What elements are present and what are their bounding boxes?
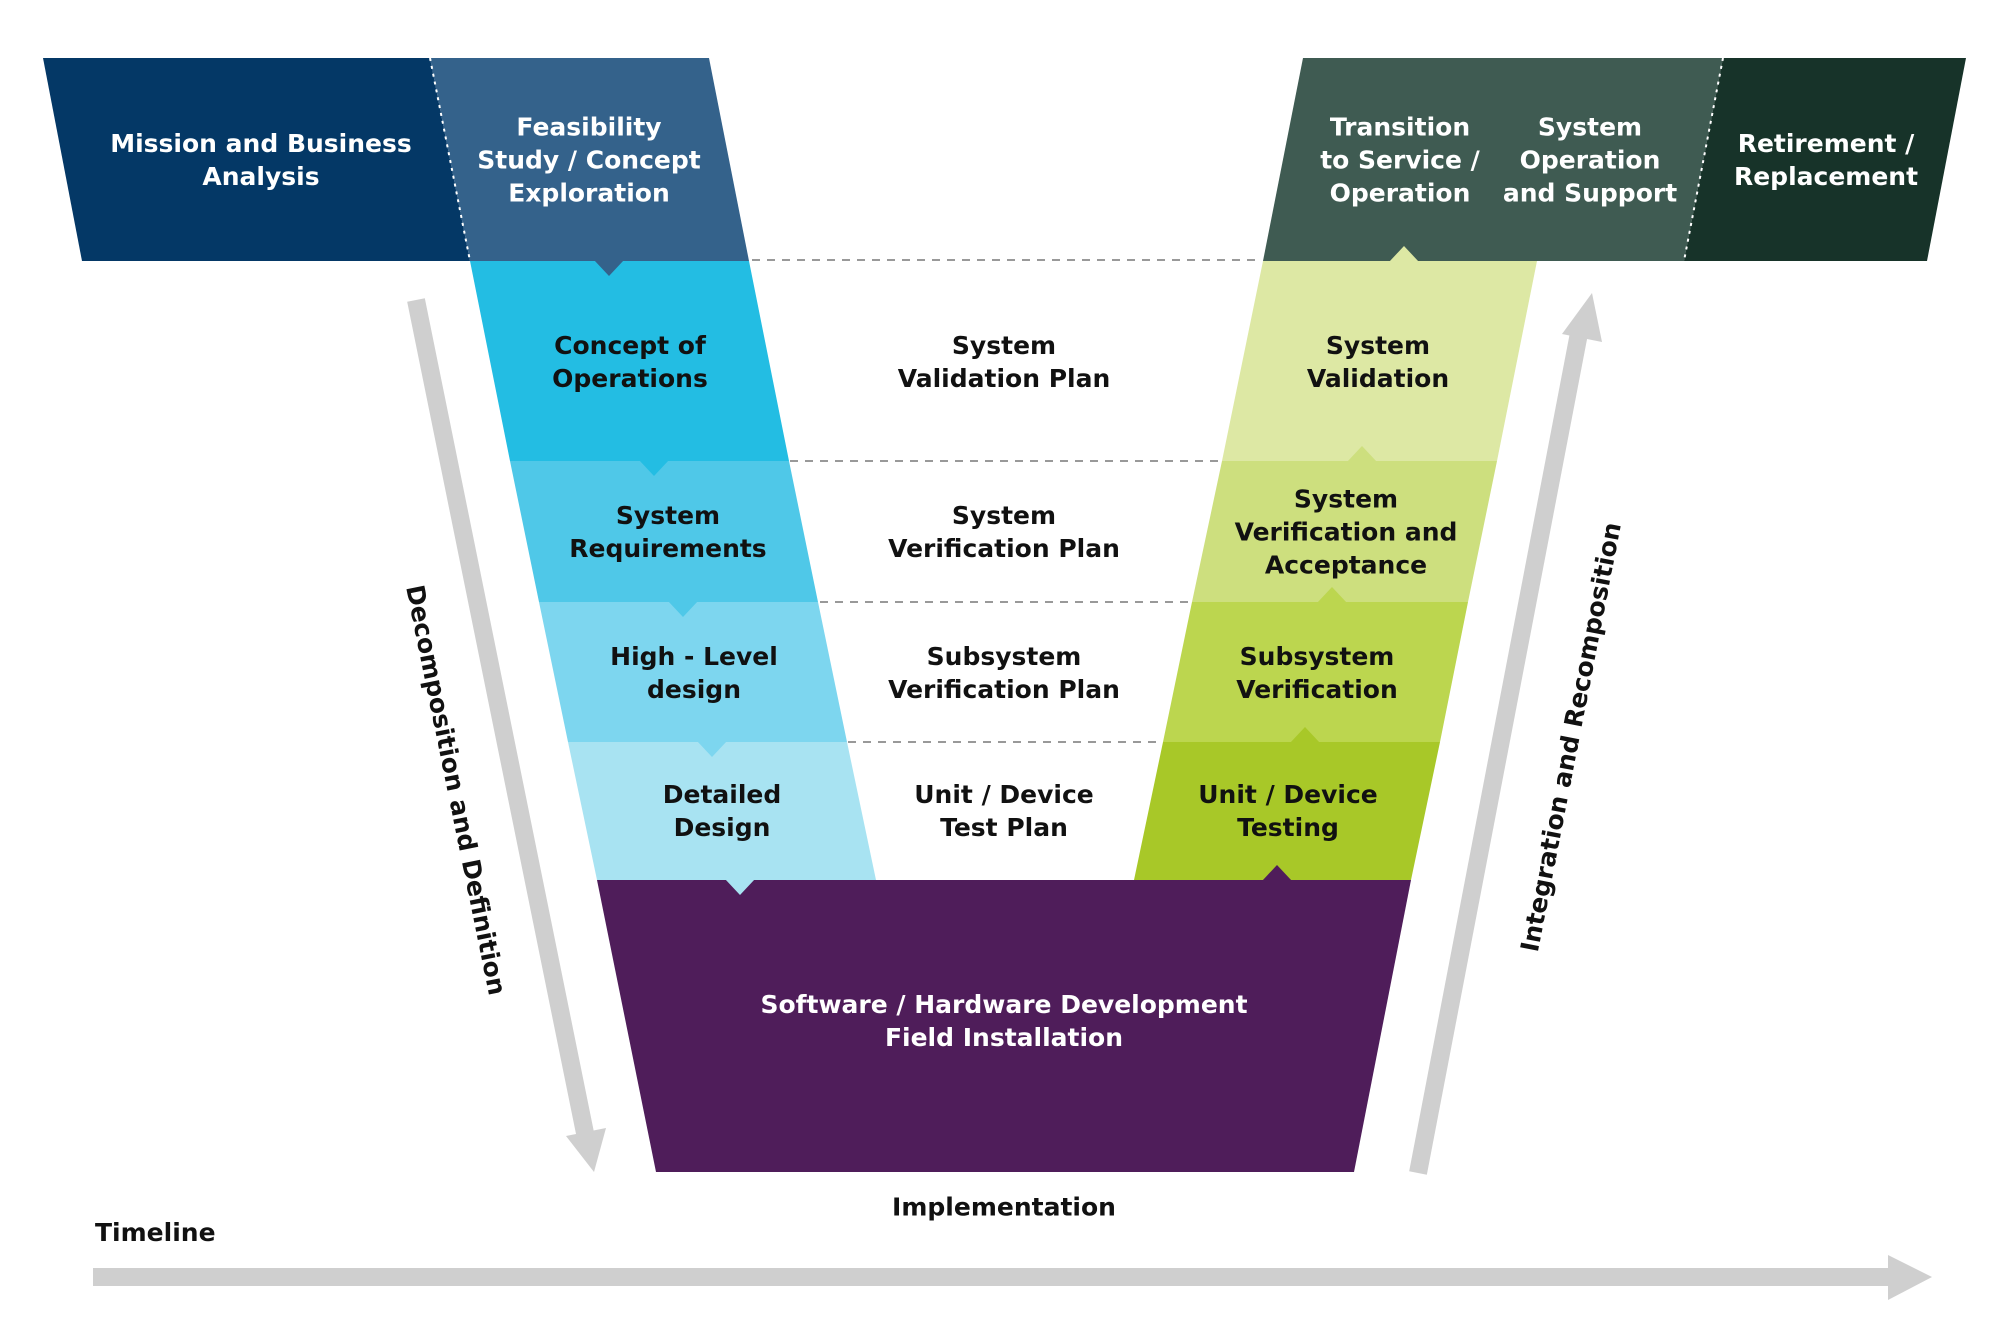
subsystem-verification-label: Subsystem Verification [1236,642,1398,704]
system-verification-plan-label: System Verification Plan [888,501,1120,563]
concept-of-operations-band [470,261,789,461]
concept-of-operations-label: Concept of Operations [552,331,708,393]
unit-device-testing-band [1134,742,1440,880]
transition-label: Transition to Service / Operation [1320,112,1480,208]
mission-band [43,58,470,261]
detailed-design-label: Detailed Design [662,780,782,842]
system-requirements-band [510,461,818,602]
notch-verification [1347,446,1377,462]
system-requirements-label: System Requirements [569,501,767,563]
notch-concept [639,460,669,476]
notch-unit [1290,727,1320,743]
timeline-arrow-shaft [93,1268,1893,1286]
integration-arrow [1409,293,1602,1175]
retirement-band [1684,58,1966,261]
system-validation-band [1222,261,1537,461]
notch-implementation [1262,865,1292,881]
decomposition-arrow [407,298,606,1172]
unit-device-test-plan-label: Unit / Device Test Plan [914,780,1094,842]
timeline-label: Timeline [95,1218,216,1247]
integration-arrow-shaft [1409,326,1589,1175]
notch-high-level [697,741,727,757]
notch-subsystem [1317,587,1347,603]
timeline-arrow-head [1888,1255,1932,1300]
implementation-band [597,880,1411,1172]
transition-operation-band [1263,58,1723,261]
decomposition-arrow-shaft [407,298,595,1140]
system-validation-plan-label: System Validation Plan [897,331,1111,393]
system-verification-band [1192,461,1497,602]
subsystem-verification-plan-label: Subsystem Verification Plan [888,642,1120,704]
system-verification-label: System Verification and Acceptance [1234,484,1458,580]
unit-device-testing-label: Unit / Device Testing [1198,780,1378,842]
feasibility-label: Feasibility Study / Concept Exploration [477,112,701,208]
decomposition-arrow-head [566,1128,606,1172]
notch-validation [1389,246,1419,262]
system-validation-label: System Validation [1306,331,1450,393]
operation-label: System Operation and Support [1502,112,1678,208]
detailed-design-band [568,742,876,880]
high-level-design-band [539,602,847,742]
feasibility-band [430,58,749,261]
banner-right-divider [1683,57,1724,262]
mission-label: Mission and Business Analysis [110,129,412,191]
high-level-design-label: High - Level design [610,642,778,704]
integration-arrow-head [1562,293,1602,342]
subsystem-verification-band [1163,602,1468,742]
notch-requirements [668,601,698,617]
notch-detailed [725,879,755,895]
timeline-arrow [93,1255,1932,1300]
development-label: Software / Hardware Development Field In… [760,990,1248,1052]
dashed-connectors [752,259,1262,743]
banner-left-divider [429,57,471,262]
notch-feasibility [594,260,624,276]
implementation-label: Implementation [892,1192,1116,1222]
retirement-label: Retirement / Replacement [1733,129,1919,191]
